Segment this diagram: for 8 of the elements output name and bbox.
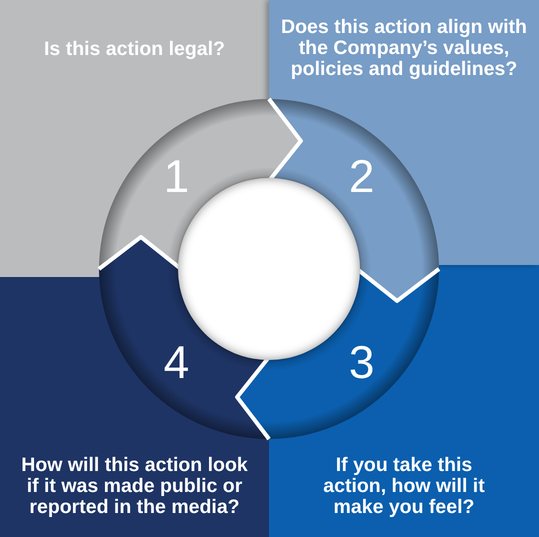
step-number: 1: [164, 153, 190, 200]
question-text: If you take this action, how will it make you feel?: [322, 455, 486, 518]
question-text: How will this action look if it was made public or reported in the media?: [20, 455, 249, 518]
step-number: 2: [348, 153, 374, 200]
step-number: 4: [164, 338, 190, 385]
question-text: Is this action legal?: [43, 39, 226, 60]
question-text: Does this action align with the Company’s values, policies and guidelines?: [280, 17, 528, 80]
step-number: 3: [348, 338, 374, 385]
